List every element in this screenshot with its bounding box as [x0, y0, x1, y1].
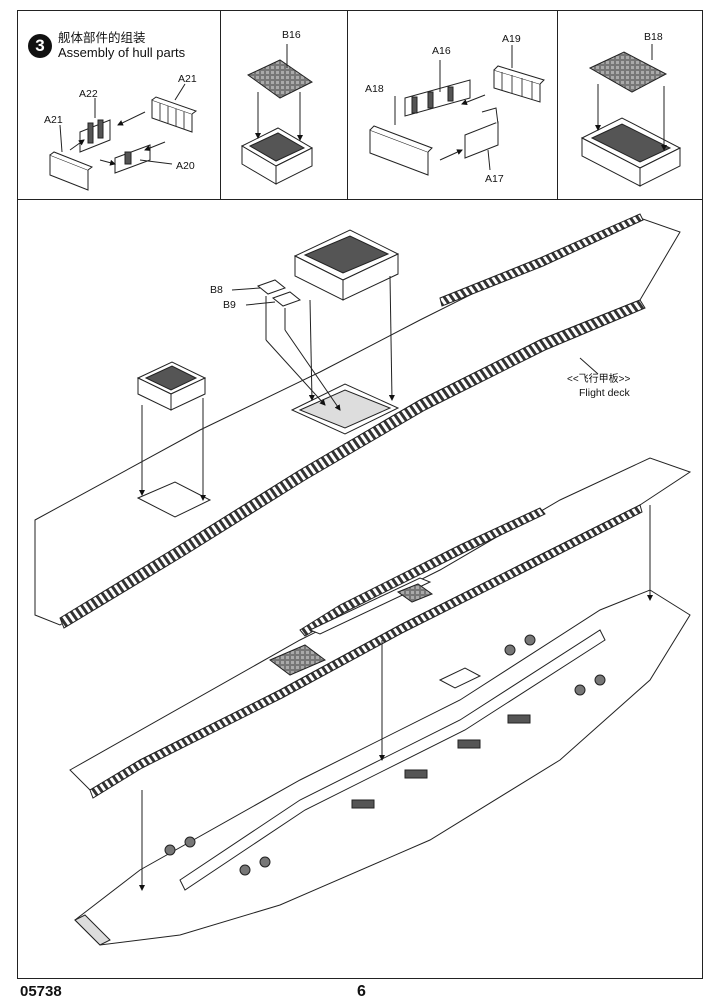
kit-code: 05738 [20, 983, 62, 1000]
part-label-b16: B16 [282, 29, 301, 41]
part-label-a22: A22 [79, 88, 98, 100]
panel3-drawing [369, 45, 545, 176]
part-label-a21-left: A21 [44, 114, 63, 126]
part-label-a18: A18 [365, 83, 384, 95]
part-label-a20: A20 [176, 160, 195, 172]
flight-deck-label-cn: <<飞行甲板>> [567, 374, 631, 385]
flight-deck-drawing [34, 213, 692, 946]
page-number: 6 [357, 983, 366, 1000]
part-label-b9: B9 [223, 299, 236, 311]
panel2-drawing [240, 44, 314, 185]
flight-deck-label-en: Flight deck [579, 387, 630, 399]
step-number-badge: 3 [28, 34, 52, 58]
part-label-a17: A17 [485, 173, 504, 185]
part-label-b8: B8 [210, 284, 223, 296]
part-label-a19: A19 [502, 33, 521, 45]
panel4-drawing [580, 44, 682, 187]
part-label-a16: A16 [432, 45, 451, 57]
panel1-drawing [49, 83, 198, 191]
part-label-b18: B18 [644, 31, 663, 43]
part-label-a21-right: A21 [178, 73, 197, 85]
step-title-en: Assembly of hull parts [58, 45, 186, 60]
panel-main-assembly [17, 199, 703, 979]
step-title-cn: 舰体部件的组装 [58, 31, 146, 45]
